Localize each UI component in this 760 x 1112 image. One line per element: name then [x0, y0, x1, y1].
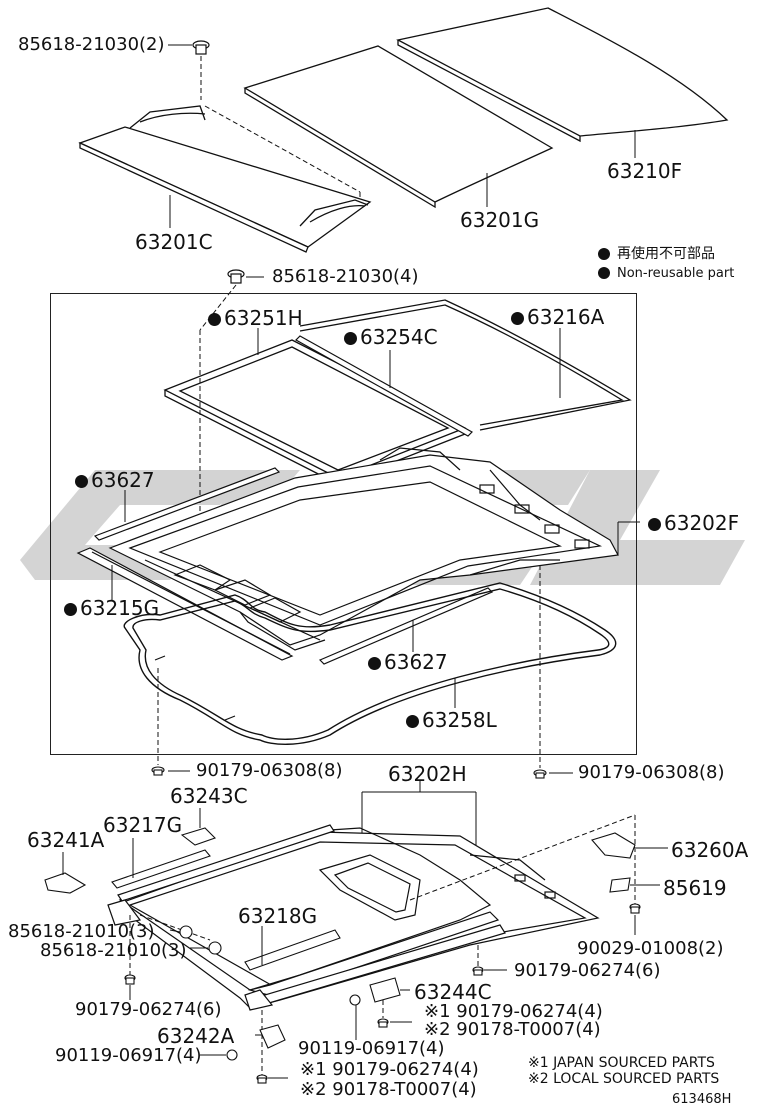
part-label[interactable]: 63627	[368, 652, 448, 672]
legend-en: Non-reusable part	[617, 266, 735, 281]
roof-panel	[396, 7, 729, 143]
screw-icon	[227, 269, 245, 284]
figure-code: 613468H	[672, 1092, 732, 1107]
note-mark: ※2	[300, 1079, 327, 1100]
part-label[interactable]: 63242A	[157, 1024, 235, 1048]
part-label[interactable]: ※2 90178-T0007(4)	[300, 1079, 477, 1100]
part-label[interactable]: ※2 90178-T0007(4)	[424, 1019, 601, 1040]
part-label[interactable]: 85618-21010(3)	[40, 940, 187, 961]
non-reusable-dot-icon	[368, 657, 381, 670]
part-label[interactable]: 63218G	[238, 904, 318, 928]
part-label[interactable]: 90179-06308(8)	[196, 760, 343, 781]
part-label[interactable]: 90179-06308(8)	[578, 762, 725, 783]
note-local-sourced: ※2 LOCAL SOURCED PARTS	[528, 1071, 720, 1087]
non-reusable-dot-icon	[511, 312, 524, 325]
part-label[interactable]: 63202H	[388, 762, 467, 786]
non-reusable-dot-icon	[344, 332, 357, 345]
part-label[interactable]: 85618-21030(2)	[18, 34, 165, 55]
glass-panel	[243, 45, 554, 209]
clip-icon	[151, 766, 547, 779]
non-reusable-dot-icon	[75, 475, 88, 488]
note-mark: ※1	[300, 1059, 327, 1080]
note-mark: ※1	[424, 1001, 451, 1022]
part-label[interactable]: 63215G	[64, 598, 159, 618]
screw-icon	[192, 40, 210, 55]
sunroof-frame	[107, 824, 600, 1011]
legend-jp: 再使用不可部品	[617, 246, 715, 262]
part-label[interactable]: 63201C	[135, 230, 213, 254]
non-reusable-dot-icon	[406, 715, 419, 728]
part-label[interactable]: 63216A	[511, 307, 604, 327]
part-label[interactable]: 63243C	[170, 784, 248, 808]
part-label[interactable]: 63627	[75, 470, 155, 490]
sunshade-panel	[78, 105, 372, 253]
part-label[interactable]: 63201G	[460, 208, 540, 232]
part-label[interactable]: ※1 90179-06274(4)	[424, 1001, 603, 1022]
bracket-icon	[44, 827, 636, 1049]
part-label[interactable]: 63260A	[671, 838, 749, 862]
part-label[interactable]: 63254C	[344, 327, 438, 347]
fastener-icon	[124, 903, 641, 1084]
drain-seal	[123, 582, 617, 745]
part-label[interactable]: 90119-06917(4)	[55, 1045, 202, 1066]
part-label[interactable]: 90119-06917(4)	[298, 1038, 445, 1059]
part-label[interactable]: 85618-21030(4)	[272, 266, 419, 287]
roof-seal	[299, 299, 632, 431]
part-label[interactable]: 90029-01008(2)	[577, 938, 724, 959]
part-label[interactable]: 85618-21010(3)	[8, 921, 155, 942]
non-reusable-dot-icon	[64, 603, 77, 616]
non-reusable-dot-icon	[648, 518, 661, 531]
part-label[interactable]: 63258L	[406, 710, 497, 730]
assembly-frame-box	[50, 293, 637, 755]
note-mark: ※2	[424, 1019, 451, 1040]
part-label[interactable]: ※1 90179-06274(4)	[300, 1059, 479, 1080]
part-label[interactable]: 90179-06274(6)	[514, 960, 661, 981]
part-label[interactable]: 63241A	[27, 828, 105, 852]
part-label[interactable]: 90179-06274(6)	[75, 999, 222, 1020]
note-japan-sourced: ※1 JAPAN SOURCED PARTS	[528, 1055, 715, 1071]
part-label[interactable]: 63202F	[648, 513, 739, 533]
non-reusable-dot-icon	[208, 313, 221, 326]
part-label[interactable]: 85619	[663, 876, 727, 900]
part-label[interactable]: 63217G	[103, 813, 183, 837]
part-label[interactable]: 63244C	[414, 980, 492, 1004]
part-label[interactable]: 63251H	[208, 308, 303, 328]
part-label[interactable]: 63210F	[607, 159, 683, 183]
